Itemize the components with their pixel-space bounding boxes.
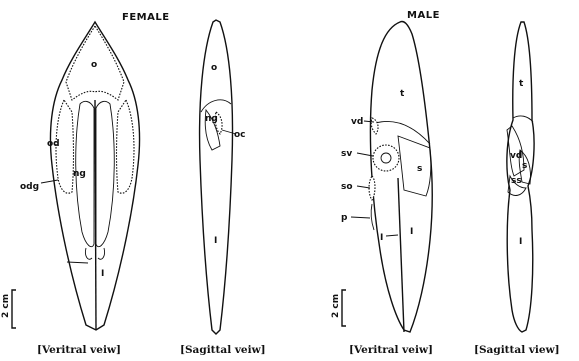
female-i-leader: [67, 262, 88, 263]
female-sagittal-label-i: I: [214, 236, 217, 246]
female-odg-leader: [41, 180, 58, 183]
male-so-leader: [357, 186, 370, 188]
male-ventral-label-s: s: [417, 164, 422, 174]
male-testis-boundary: [372, 121, 430, 144]
male-i-leader: [386, 235, 398, 236]
female-intestine-curl-right: [98, 248, 105, 259]
female-ventral-label-od: od: [47, 139, 60, 149]
female-ventral-diagram: FEMALE o od ng odg I [Veritral veiw]: [20, 12, 170, 356]
male-ventral-label-so: so: [341, 182, 353, 192]
female-right-oviduct: [117, 100, 135, 193]
male-ventral-body-outline: [370, 22, 432, 333]
female-scale-bracket: [12, 290, 16, 328]
female-sagittal-ovary-boundary: [201, 100, 231, 112]
male-ventral-label-t: t: [400, 89, 405, 99]
female-scale-bar: 2 cm: [1, 290, 16, 328]
female-ventral-caption: [Veritral veiw]: [37, 344, 121, 356]
male-sagittal-caption: [Sagittal view]: [474, 344, 560, 356]
male-sagittal-diagram: t vd s ss I [Sagittal view]: [474, 22, 560, 356]
male-sagittal-label-i: I: [519, 237, 522, 247]
male-sagittal-label-t: t: [519, 79, 524, 89]
male-ventral-label-i-left: I: [380, 233, 383, 243]
male-midline: [398, 178, 404, 332]
male-ventral-caption: [Veritral veiw]: [349, 344, 433, 356]
female-ventral-label-ng: ng: [73, 169, 86, 179]
female-intestine-curl-left: [85, 248, 92, 259]
male-penis: [371, 204, 374, 230]
female-nidamental-gland-right: [96, 101, 114, 246]
male-sagittal-label-vd: vd: [510, 151, 522, 161]
male-scale-bracket: [342, 290, 346, 326]
male-vas-deferens: [371, 118, 378, 134]
male-ventral-label-vd: vd: [351, 117, 363, 127]
male-scale-label: 2 cm: [331, 294, 341, 318]
female-ventral-label-o: o: [91, 60, 97, 70]
male-seminal-vesicle: [373, 145, 399, 171]
female-ventral-label-i: I: [101, 269, 104, 279]
male-ventral-diagram: MALE t vd sv so p s I I [Veritral: [341, 10, 440, 356]
female-sagittal-label-ng: ng: [205, 114, 218, 124]
male-scale-bar: 2 cm: [331, 290, 346, 326]
female-scale-label: 2 cm: [1, 294, 11, 318]
male-ventral-label-sv: sv: [341, 149, 352, 159]
male-ventral-label-i-right: I: [410, 227, 413, 237]
female-ventral-label-odg: odg: [20, 182, 39, 192]
male-sagittal-label-s: s: [522, 161, 527, 171]
female-sagittal-diagram: o ng oc I [Sagittal veiw]: [180, 20, 266, 356]
female-title: FEMALE: [122, 12, 170, 23]
female-sagittal-label-oc: oc: [234, 130, 246, 140]
male-sagittal-testis-boundary: [513, 116, 533, 122]
male-title: MALE: [407, 10, 440, 21]
female-midline: [95, 100, 96, 330]
male-ventral-label-p: p: [341, 213, 348, 223]
female-sagittal-label-o: o: [211, 63, 217, 73]
male-p-leader: [351, 217, 370, 218]
female-sagittal-caption: [Sagittal veiw]: [180, 344, 266, 356]
male-sagittal-label-ss: ss: [511, 176, 522, 186]
male-sac-region: [398, 136, 431, 196]
